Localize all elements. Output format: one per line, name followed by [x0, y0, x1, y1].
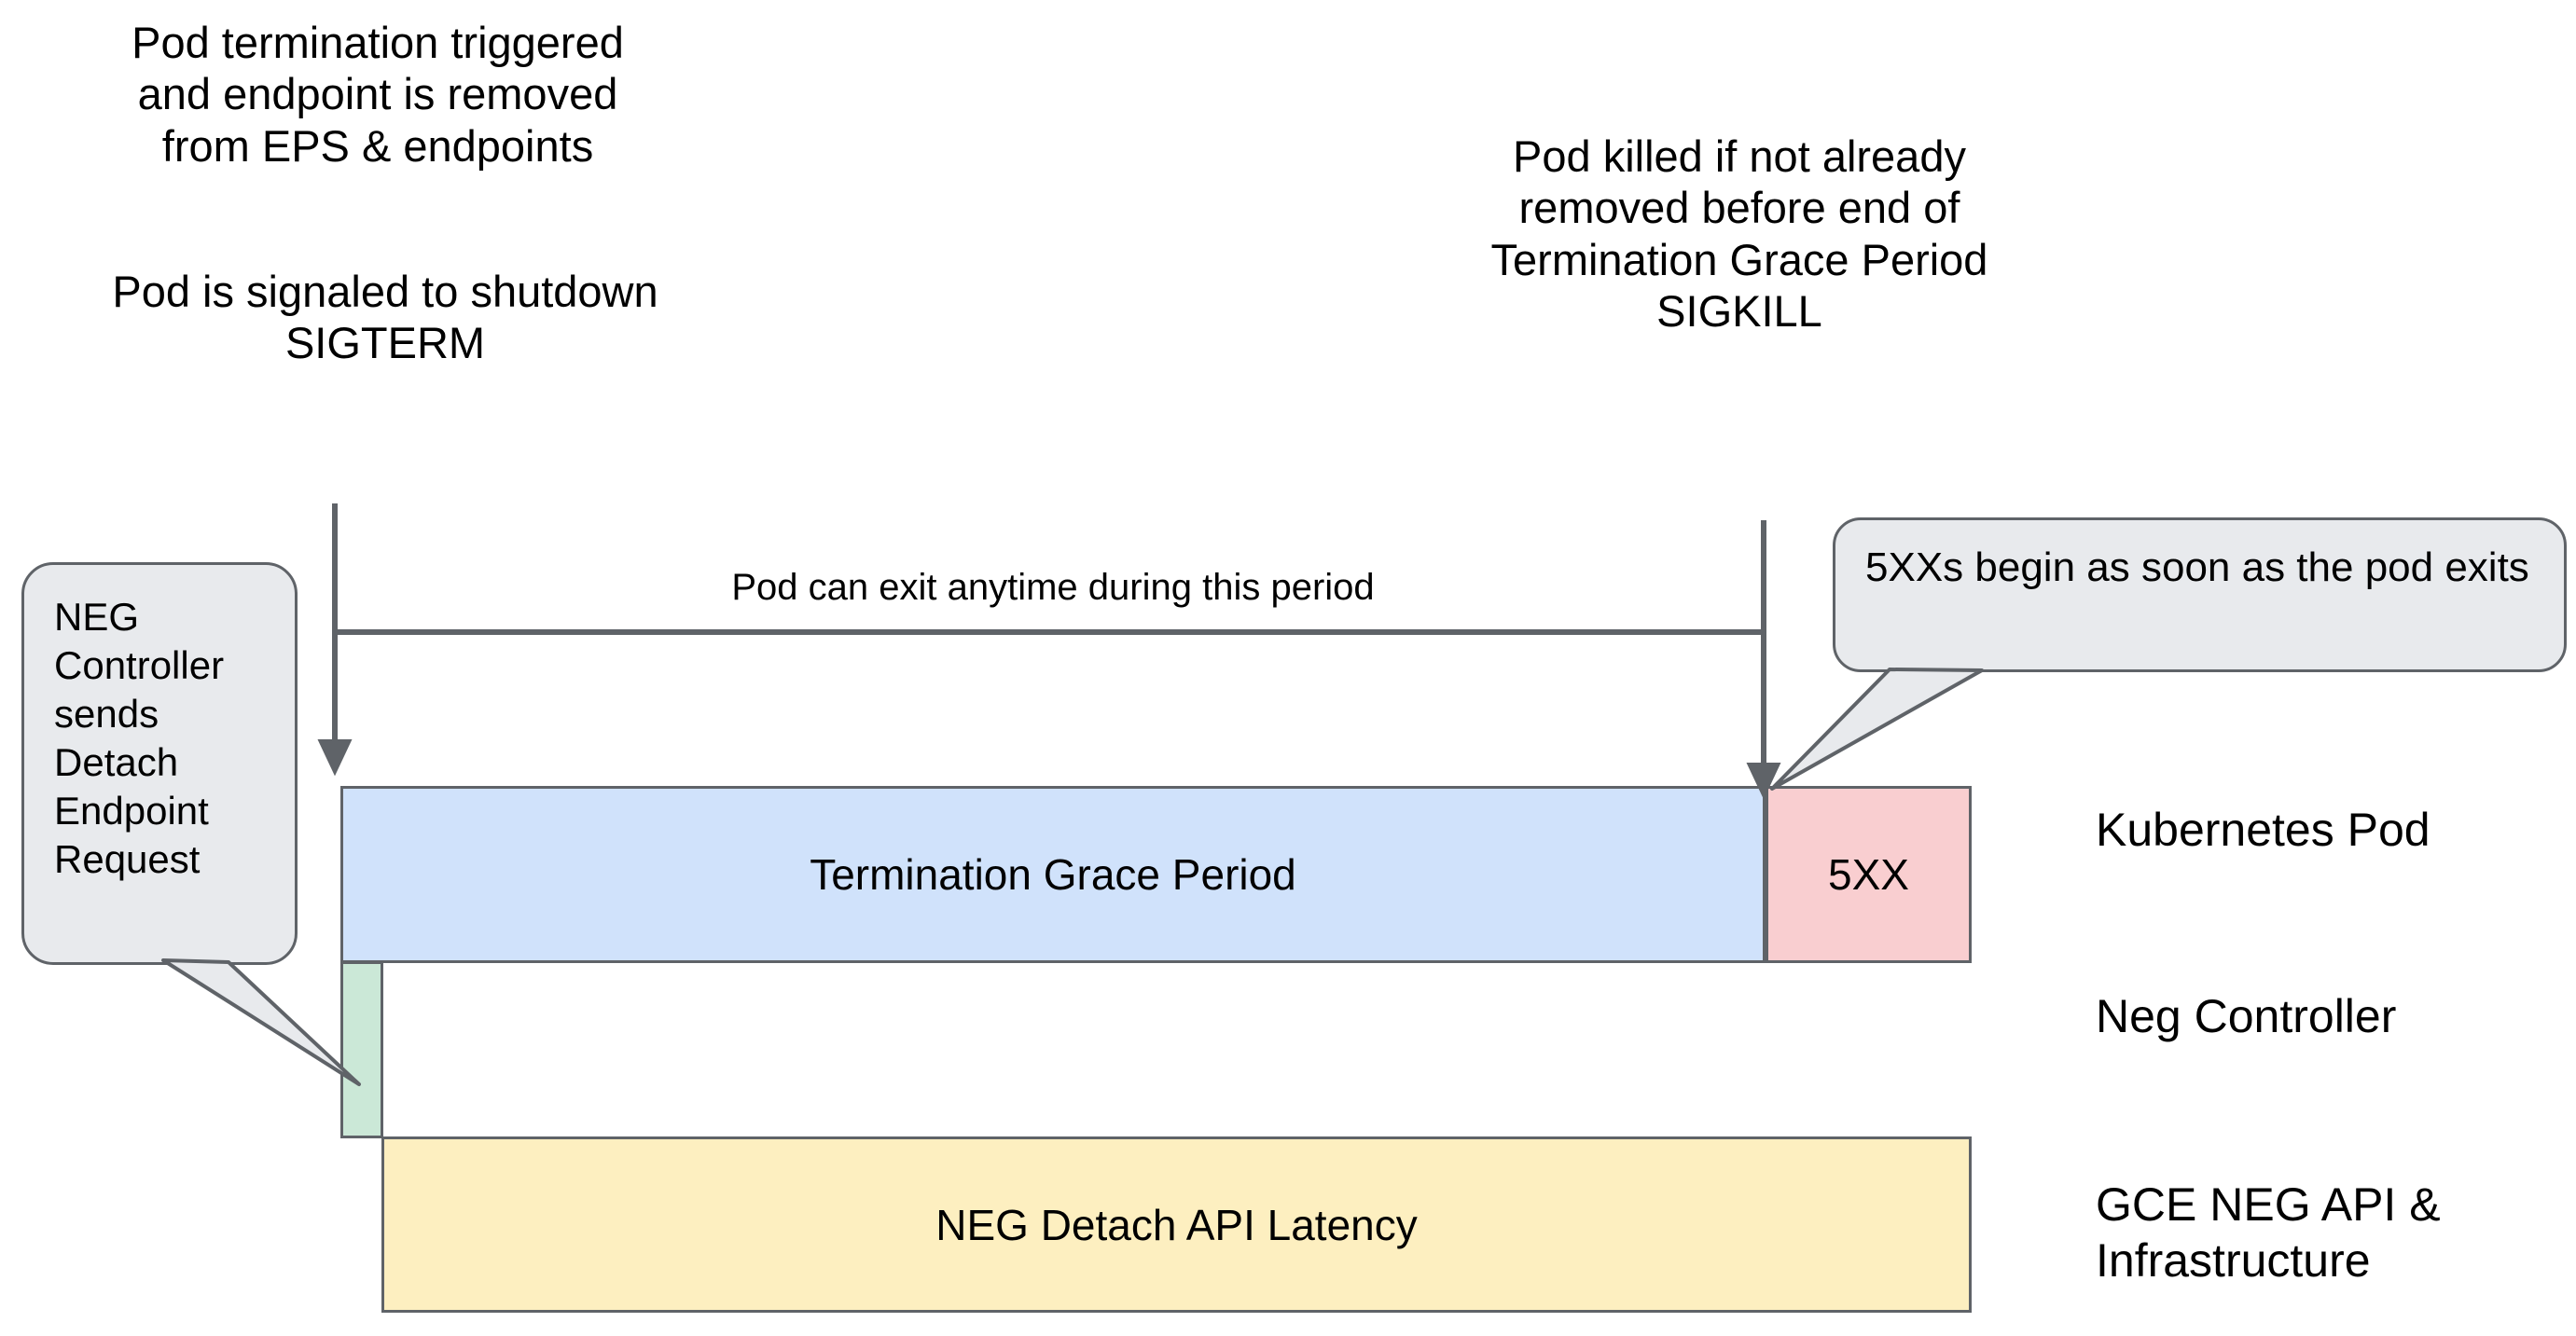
callout-5xx-begin: 5XXs begin as soon as the pod exits [1833, 517, 2567, 672]
lane-label-gce-neg-api: GCE NEG API & Infrastructure [2096, 1178, 2441, 1287]
note-pod-termination-triggered: Pod termination triggered and endpoint i… [132, 18, 624, 171]
bar-termination-grace-period: Termination Grace Period [340, 786, 1766, 963]
callout-tail-five-xx [1770, 668, 1984, 791]
bar-neg-detach-request [340, 961, 383, 1138]
bar-five-xx: 5XX [1766, 786, 1972, 963]
lane-label-neg-controller: Neg Controller [2096, 990, 2397, 1042]
note-pod-signaled-shutdown: Pod is signaled to shutdown SIGTERM [112, 267, 658, 368]
callout-neg-controller-detach-request: NEG Controller sends Detach Endpoint Req… [21, 562, 298, 965]
bar-neg-detach-api-latency-label: NEG Detach API Latency [935, 1200, 1418, 1249]
note-pod-killed-sigkill: Pod killed if not already removed before… [1490, 131, 1988, 337]
callout-tail-neg-controller [161, 958, 361, 1086]
bar-five-xx-label: 5XX [1828, 850, 1909, 899]
lane-label-kubernetes-pod: Kubernetes Pod [2096, 804, 2431, 856]
bar-termination-grace-period-label: Termination Grace Period [810, 850, 1296, 899]
period-label-pod-can-exit: Pod can exit anytime during this period [731, 567, 1375, 608]
bar-neg-detach-api-latency: NEG Detach API Latency [381, 1136, 1972, 1313]
